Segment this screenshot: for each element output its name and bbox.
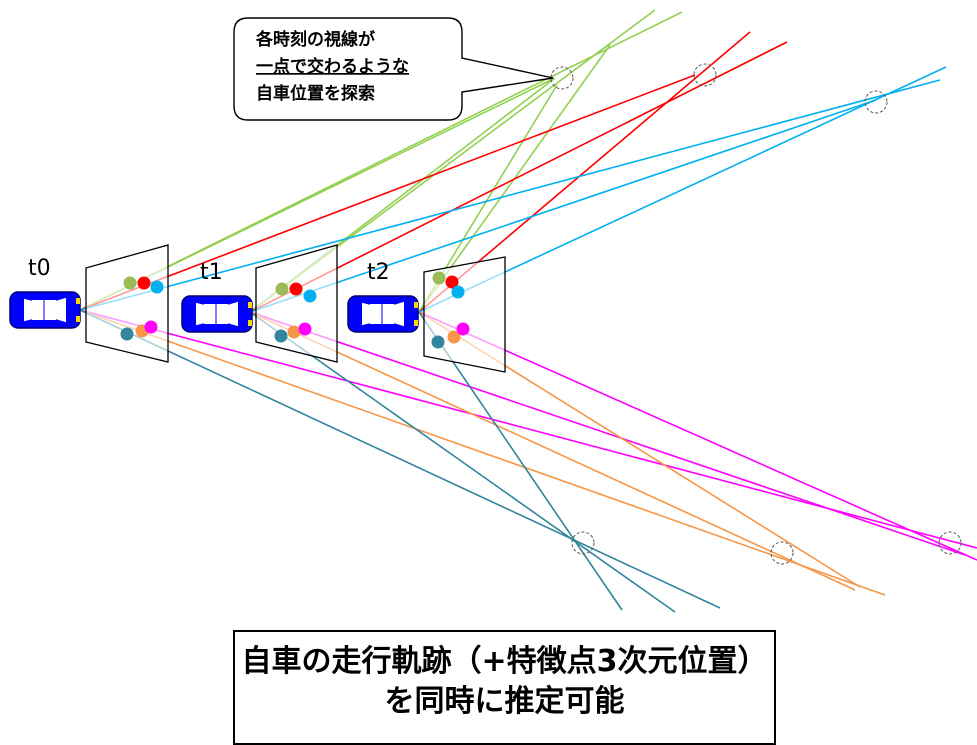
intersection-circle-2 — [693, 63, 717, 87]
intersection-circle-4 — [571, 531, 595, 555]
camera-frustum-t0 — [85, 244, 169, 363]
summary-line-2: を同時に推定可能 — [384, 684, 625, 719]
feature-point-t1-6 — [298, 322, 312, 336]
intersection-circle-3 — [864, 90, 888, 114]
sight-line-red-t0 — [79, 74, 696, 311]
sight-line-magenta-t1 — [249, 311, 966, 556]
car-icon-t0 — [9, 291, 81, 329]
sight-line-cyan-t2 — [418, 66, 947, 313]
feature-point-t1-5 — [287, 325, 301, 339]
time-label-t2: t2 — [367, 260, 390, 285]
callout-line-2: 一点で交わるような — [256, 56, 409, 77]
car-pillar — [23, 319, 33, 323]
car-pillar — [55, 319, 67, 324]
feature-point-t2-6 — [456, 322, 470, 336]
intersection-markers — [550, 63, 962, 565]
car-headlight — [76, 316, 80, 322]
car-rear-window — [362, 302, 370, 326]
feature-point-t2-3 — [451, 285, 465, 299]
feature-point-t1-4 — [274, 329, 288, 343]
car-headlight — [414, 302, 418, 308]
sight-line-orange-t0 — [79, 309, 886, 596]
car-pillar — [227, 323, 239, 328]
feature-point-t1-2 — [289, 282, 303, 296]
sight-line-orange-t1 — [249, 311, 856, 591]
sfm-diagram: t0 t1 t2 各時刻の視線が 一点で交わるような 自車位置を探索 — [9, 9, 977, 613]
car-pillar — [55, 296, 67, 301]
sight-line-teal-t1 — [249, 311, 676, 613]
feature-point-t1-1 — [275, 282, 289, 296]
feature-point-t0-2 — [137, 276, 151, 290]
car-pillar — [361, 323, 371, 327]
summary-box: 自車の走行軌跡（+特徴点3次元位置） を同時に推定可能 — [233, 630, 776, 745]
car-pillar — [361, 301, 371, 305]
time-label-t1: t1 — [200, 260, 223, 285]
car-pillar — [393, 300, 405, 305]
sight-line-magenta-t2 — [418, 311, 977, 561]
car-icon-t2 — [347, 295, 419, 333]
intersection-circle-6 — [938, 531, 962, 555]
sight-line-magenta-t0 — [79, 309, 977, 549]
car-icon-t1 — [181, 295, 253, 333]
car-rear-window — [24, 298, 32, 322]
car-windshield — [56, 297, 66, 323]
sight-line-teal-t0 — [79, 309, 721, 609]
feature-point-t0-1 — [123, 276, 137, 290]
time-label-t0: t0 — [28, 256, 51, 281]
feature-point-t2-5 — [447, 330, 461, 344]
car-pillar — [393, 323, 405, 328]
car-headlight — [248, 302, 252, 308]
summary-line-1: 自車の走行軌跡（+特徴点3次元位置） — [241, 644, 768, 679]
car-pillar — [195, 323, 205, 327]
sight-line-cyan-t1 — [249, 99, 877, 313]
intersection-circle-5 — [770, 541, 794, 565]
car-windshield — [394, 301, 404, 327]
car-rear-window — [196, 302, 204, 326]
car-headlight — [248, 320, 252, 326]
feature-point-t2-2 — [445, 275, 459, 289]
car-pillar — [23, 297, 33, 301]
camera-frustum-t1 — [255, 244, 338, 363]
feature-point-t2-1 — [432, 271, 446, 285]
intersection-circle-1 — [550, 66, 574, 90]
feature-point-t2-4 — [431, 335, 445, 349]
car-headlight — [414, 320, 418, 326]
feature-point-t1-3 — [303, 289, 317, 303]
sight-line-cyan-t0 — [79, 79, 941, 311]
car-pillar — [227, 300, 239, 305]
feature-point-t0-4 — [120, 327, 134, 341]
car-pillar — [195, 301, 205, 305]
callout-bubble: 各時刻の視線が 一点で交わるような 自車位置を探索 — [233, 17, 554, 121]
sight-line-red-t1 — [249, 41, 788, 313]
cars — [9, 291, 419, 333]
feature-points — [120, 271, 470, 349]
callout-line-1: 各時刻の視線が — [255, 29, 375, 50]
callout-line-3: 自車位置を探索 — [256, 83, 375, 104]
car-windshield — [228, 301, 238, 327]
feature-point-t0-6 — [144, 320, 158, 334]
feature-point-t0-3 — [150, 280, 164, 294]
car-headlight — [76, 298, 80, 304]
